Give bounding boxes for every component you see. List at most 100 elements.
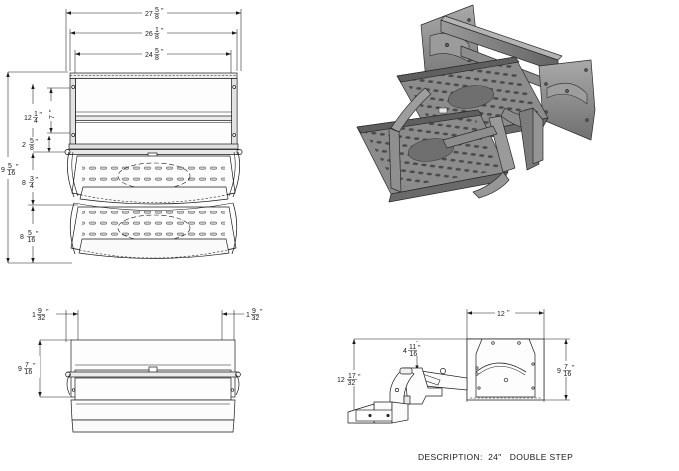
support-linkage xyxy=(438,107,498,149)
svg-text:32: 32 xyxy=(252,315,260,322)
svg-text:5: 5 xyxy=(155,7,159,14)
svg-text:": " xyxy=(33,363,36,370)
svg-text:8: 8 xyxy=(155,34,159,41)
dim-label-bracket-gap: 2 5 8 " xyxy=(20,137,44,152)
dim-label-total-height: 9 5 16 " xyxy=(0,157,22,179)
svg-text:": " xyxy=(260,309,263,316)
dim-label-arm-drop: 4 11 16 " xyxy=(401,342,427,358)
dim-label-step2-rise: 8 5 16 " xyxy=(18,224,44,246)
svg-text:24: 24 xyxy=(145,52,153,59)
step-tread-upper xyxy=(71,155,236,205)
svg-text:7: 7 xyxy=(25,362,29,369)
svg-text:1: 1 xyxy=(34,111,38,118)
svg-text:12: 12 xyxy=(24,115,32,122)
dim-overall-width xyxy=(65,9,242,71)
dim-label-mid-width: 26 1 8 " xyxy=(142,27,167,41)
svg-text:11: 11 xyxy=(409,344,416,351)
svg-text:5: 5 xyxy=(155,48,159,55)
svg-text:5: 5 xyxy=(30,138,34,145)
svg-text:1: 1 xyxy=(32,312,36,319)
svg-text:": " xyxy=(161,28,164,35)
svg-text:": " xyxy=(358,374,361,381)
svg-text:12: 12 xyxy=(337,377,345,384)
svg-text:17: 17 xyxy=(348,373,356,380)
plan-dim-labels: 1 9 32 " 1 9 32 " 9 7 16 " xyxy=(16,306,270,378)
svg-text:4: 4 xyxy=(30,183,34,190)
upper-frame xyxy=(68,72,239,150)
svg-text:16: 16 xyxy=(8,170,16,177)
svg-text:8: 8 xyxy=(155,14,159,21)
top-cross-rail xyxy=(440,15,563,73)
svg-text:": " xyxy=(161,8,164,15)
svg-text:16: 16 xyxy=(410,351,418,358)
svg-text:5: 5 xyxy=(28,230,32,237)
dim-left-offset xyxy=(55,310,79,342)
dim-label-side-height: 12 17 32 " xyxy=(336,370,366,387)
svg-text:": " xyxy=(161,49,164,56)
drawing-caption: DESCRIPTION: 24" DOUBLE STEP xyxy=(418,452,574,462)
dim-label-panel-height: 7 " xyxy=(45,101,56,121)
svg-text:7: 7 xyxy=(564,364,568,371)
svg-text:16: 16 xyxy=(564,371,572,378)
dim-label-right-offset: 1 9 32 " xyxy=(244,306,270,322)
svg-text:": " xyxy=(572,365,575,372)
svg-text:9: 9 xyxy=(38,308,42,315)
step-tread-lower xyxy=(70,206,237,259)
svg-text:9: 9 xyxy=(18,366,22,373)
svg-text:27: 27 xyxy=(145,11,153,18)
side-bracket-body xyxy=(389,367,443,409)
dim-right-offset xyxy=(221,310,245,342)
svg-text:": " xyxy=(418,345,421,352)
svg-text:": " xyxy=(46,309,49,316)
svg-text:4: 4 xyxy=(34,118,38,125)
dim-label-step1-rise: 8 3 4 " xyxy=(20,170,43,192)
svg-text:5: 5 xyxy=(8,163,12,170)
side-rail-upper xyxy=(66,151,241,198)
svg-text:2: 2 xyxy=(22,142,26,149)
dim-label-mount-width: 12 " xyxy=(495,306,515,318)
side-arm-left xyxy=(388,87,432,193)
svg-text:": " xyxy=(16,164,19,171)
svg-text:32: 32 xyxy=(348,380,356,387)
svg-text:32: 32 xyxy=(38,315,46,322)
svg-text:": " xyxy=(36,177,39,184)
svg-text:16: 16 xyxy=(25,369,33,376)
dim-label-plan-depth: 9 7 16 " xyxy=(16,356,40,378)
plan-body xyxy=(65,339,241,433)
dim-label-upper-height: 12 1 4 " xyxy=(22,104,44,128)
svg-text:8: 8 xyxy=(30,145,34,152)
side-mount-plate xyxy=(466,338,545,401)
side-base-tube xyxy=(347,401,409,424)
svg-text:12: 12 xyxy=(497,311,505,318)
svg-text:": " xyxy=(507,310,510,317)
side-arm-right xyxy=(488,107,544,173)
cross-tube xyxy=(64,149,243,158)
front-dim-labels: 27 5 8 " 26 1 8 " 24 5 8 " xyxy=(0,7,167,246)
top-plan-view: 1 9 32 " 1 9 32 " 9 7 16 " xyxy=(0,292,300,452)
svg-text:3: 3 xyxy=(30,176,34,183)
svg-text:": " xyxy=(49,109,56,112)
svg-text:9: 9 xyxy=(557,368,561,375)
isometric-view xyxy=(343,0,679,220)
dim-plan-depth xyxy=(38,339,72,398)
svg-text:4: 4 xyxy=(403,348,407,355)
svg-text:8: 8 xyxy=(20,234,24,241)
svg-text:16: 16 xyxy=(28,237,36,244)
svg-text:": " xyxy=(40,112,43,119)
svg-text:": " xyxy=(36,231,39,238)
svg-text:26: 26 xyxy=(145,31,153,38)
svg-text:8: 8 xyxy=(155,55,159,62)
dim-label-overall-width: 27 5 8 " xyxy=(142,7,167,21)
svg-text:1: 1 xyxy=(155,27,159,34)
side-elevation-view: 12 " 4 11 16 " 12 17 32 " 9 xyxy=(330,292,679,462)
dim-label-left-offset: 1 9 32 " xyxy=(30,306,56,322)
svg-text:": " xyxy=(36,139,39,146)
front-elevation-view: 27 5 8 " 26 1 8 " 24 5 8 " xyxy=(0,0,340,292)
dim-label-inner-width: 24 5 8 " xyxy=(142,48,167,62)
svg-text:7: 7 xyxy=(49,115,56,119)
side-rail-lower xyxy=(69,202,238,255)
side-dim-labels: 12 " 4 11 16 " 12 17 32 " 9 xyxy=(336,306,580,387)
svg-text:9: 9 xyxy=(252,308,256,315)
dim-label-mount-height: 9 7 16 " xyxy=(556,361,580,378)
